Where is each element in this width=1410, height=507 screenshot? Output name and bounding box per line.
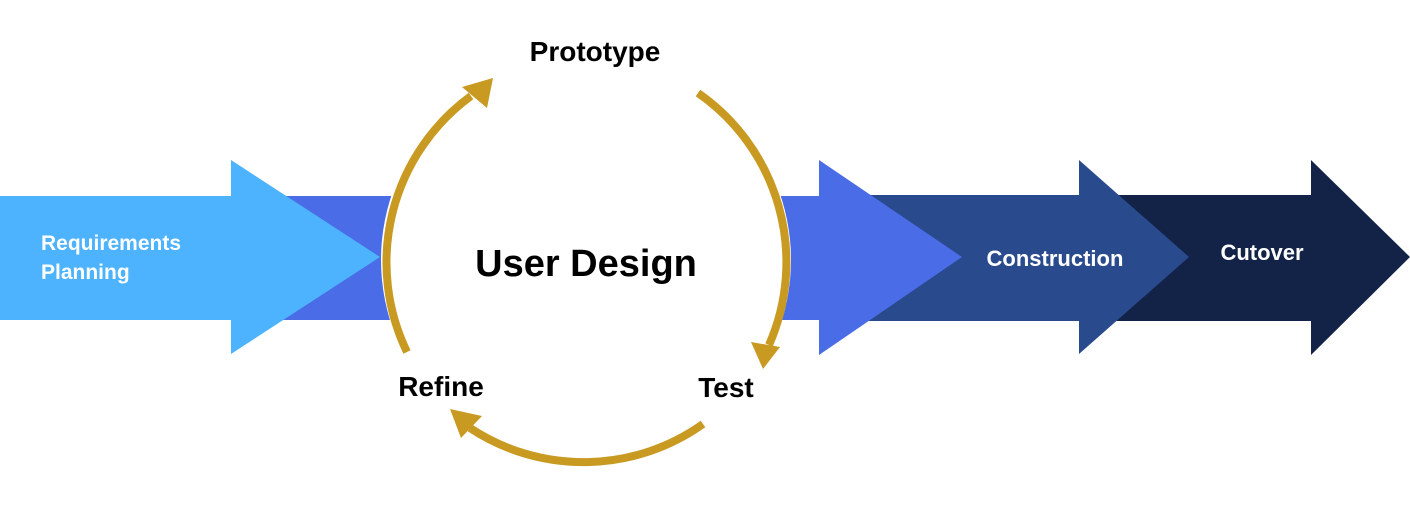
requirements-phase-arrow — [0, 160, 380, 354]
cutover-label: Cutover — [1220, 240, 1304, 265]
design-cycle — [382, 89, 791, 467]
prototype-label: Prototype — [530, 36, 661, 67]
cycle-arc-prototype-to-test — [695, 89, 791, 347]
requirements-label: Requirements Planning — [41, 232, 187, 284]
requirements-label-line1: Requirements — [41, 232, 181, 255]
construction-phase-arrow — [860, 160, 1189, 354]
cycle-arc-test-to-refine — [467, 420, 706, 467]
user-design-label: User Design — [475, 243, 697, 285]
test-label: Test — [698, 372, 754, 403]
requirements-label-line2: Planning — [41, 261, 130, 284]
construction-label: Construction — [987, 246, 1124, 271]
cycle-arc-refine-to-prototype — [382, 92, 474, 354]
cycle-arrowhead-test — [751, 342, 780, 369]
cycle-arrowhead-prototype — [462, 78, 493, 108]
cycle-arrowhead-refine — [450, 409, 482, 438]
user-design-circle — [381, 55, 791, 465]
refine-label: Refine — [398, 371, 484, 402]
